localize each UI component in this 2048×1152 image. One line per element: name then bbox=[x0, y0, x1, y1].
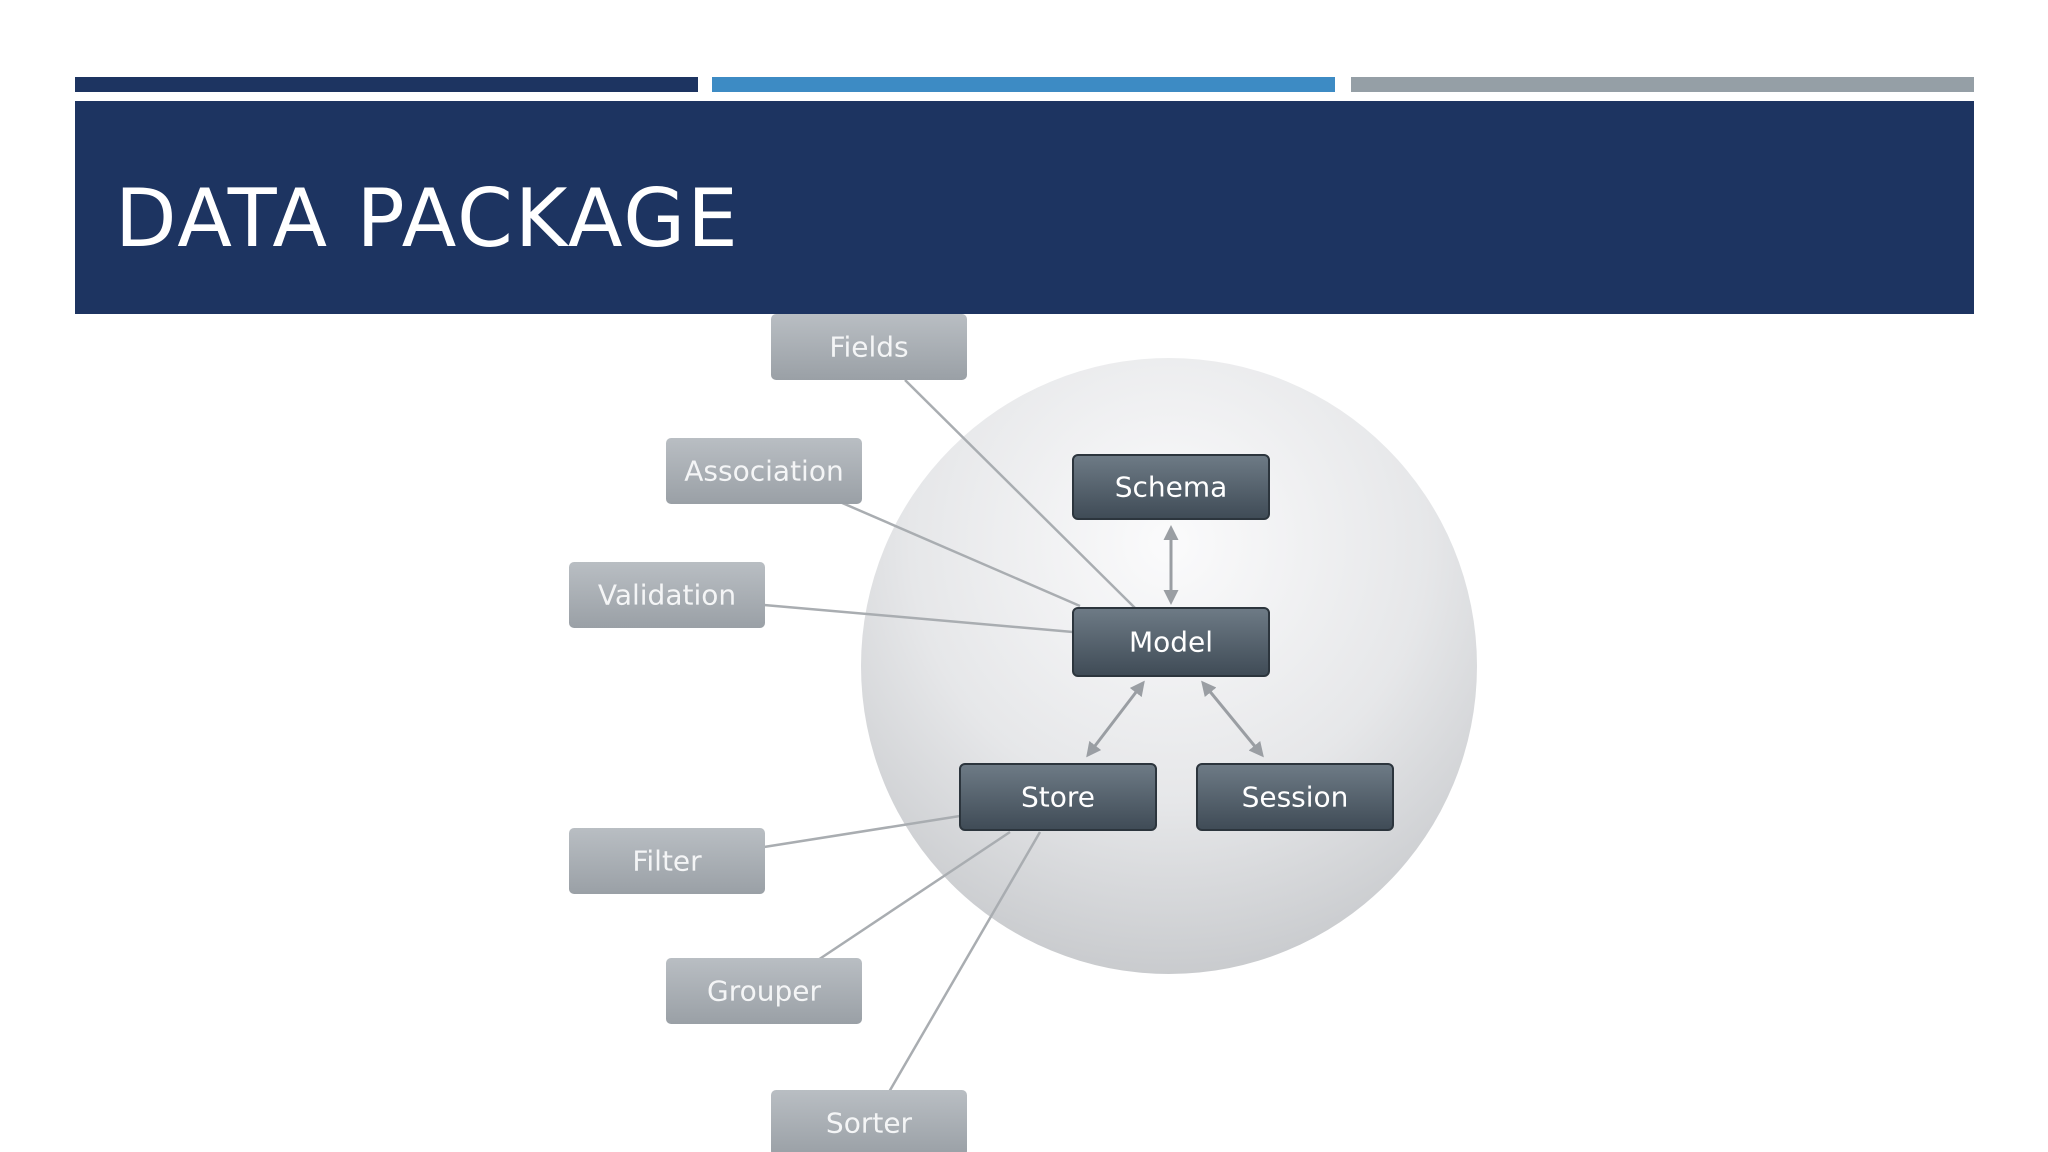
node-validation-label: Validation bbox=[598, 579, 736, 612]
node-session[interactable]: Session bbox=[1196, 763, 1394, 831]
node-grouper-label: Grouper bbox=[707, 975, 821, 1008]
connector-filter-store bbox=[763, 814, 961, 849]
node-grouper[interactable]: Grouper bbox=[666, 958, 862, 1024]
arrow-model-session bbox=[1201, 680, 1264, 758]
title-band: DATA PACKAGE bbox=[75, 101, 1974, 314]
node-model[interactable]: Model bbox=[1072, 607, 1270, 677]
node-sorter[interactable]: Sorter bbox=[771, 1090, 967, 1152]
accent-bar-light-blue bbox=[712, 77, 1335, 92]
node-filter-label: Filter bbox=[632, 845, 702, 878]
arrow-model-store bbox=[1086, 680, 1145, 758]
connector-sorter-store bbox=[887, 831, 1042, 1093]
node-sorter-label: Sorter bbox=[826, 1107, 913, 1140]
node-validation[interactable]: Validation bbox=[569, 562, 765, 628]
accent-bar-dark-blue bbox=[75, 77, 698, 92]
accent-bar-gray bbox=[1351, 77, 1974, 92]
node-fields[interactable]: Fields bbox=[771, 314, 967, 380]
connector-association-model bbox=[839, 500, 1081, 608]
node-model-label: Model bbox=[1129, 626, 1213, 659]
node-schema[interactable]: Schema bbox=[1072, 454, 1270, 520]
node-filter[interactable]: Filter bbox=[569, 828, 765, 894]
slide-title: DATA PACKAGE bbox=[115, 172, 740, 265]
node-fields-label: Fields bbox=[829, 331, 908, 364]
node-association-label: Association bbox=[684, 455, 843, 488]
connector-grouper-store bbox=[814, 830, 1011, 964]
node-store-label: Store bbox=[1021, 781, 1095, 814]
relationship-arrows bbox=[1086, 525, 1264, 758]
connector-fields-model bbox=[904, 379, 1136, 609]
node-session-label: Session bbox=[1242, 781, 1349, 814]
node-association[interactable]: Association bbox=[666, 438, 862, 504]
connector-validation-model bbox=[763, 603, 1074, 634]
node-store[interactable]: Store bbox=[959, 763, 1157, 831]
node-schema-label: Schema bbox=[1115, 471, 1228, 504]
connector-lines bbox=[763, 379, 1136, 1093]
